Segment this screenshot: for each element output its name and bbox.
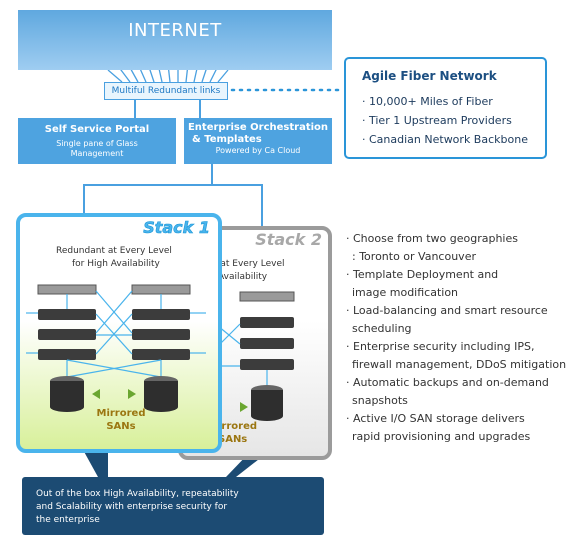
stack-2-mirrored-line-2: SANs [218, 434, 248, 445]
stack-1-hardware [26, 284, 206, 412]
feature-item: Choose from two geographies [346, 230, 576, 247]
redundant-links-box: Multiful Redundant links [104, 82, 228, 100]
stack-1-title: Stack 1 [143, 218, 210, 238]
stack-1-mirrored-line-2: SANs [106, 421, 136, 432]
fiber-item: 10,000+ Miles of Fiber [362, 92, 528, 111]
stack-1-mirrored-line-1: Mirrored [96, 408, 146, 419]
stack-2-sub-1: t at Every Level [214, 259, 285, 269]
portal-title: Self Service Portal [44, 124, 150, 135]
stack-1-mirrored: Mirrored SANs [86, 407, 156, 433]
stack-2-title: Stack 2 [255, 230, 322, 249]
stack-2-mirrored: irrored SANs [218, 420, 257, 446]
orchestration-sub: Powered by Ca Cloud [215, 146, 301, 155]
feature-item: Template Deployment and [346, 266, 576, 283]
fiber-network-box: Agile Fiber Network 10,000+ Miles of Fib… [344, 57, 547, 159]
fiber-item: Canadian Network Backbone [362, 130, 528, 149]
feature-list: Choose from two geographies : Toronto or… [346, 230, 576, 446]
callout-text: Out of the box High Availability, repeat… [36, 488, 316, 527]
stack-1-sub-1: Redundant at Every Level [56, 246, 172, 256]
feature-item: firewall management, DDoS mitigation [352, 358, 567, 371]
feature-item: : Toronto or Vancouver [352, 250, 476, 263]
fiber-list: 10,000+ Miles of Fiber Tier 1 Upstream P… [362, 92, 528, 149]
self-service-portal-box: Self Service Portal Single pane of Glass… [18, 118, 176, 164]
availability-callout: Out of the box High Availability, repeat… [22, 477, 324, 535]
stack-1-sub-2: for High Availability [72, 259, 160, 269]
internet-label: INTERNET [128, 20, 222, 41]
feature-item: Enterprise security including IPS, [346, 338, 576, 355]
stack-2-sub-2: Availability [218, 272, 268, 282]
internet-cloud: INTERNET [18, 10, 332, 70]
fiber-item: Tier 1 Upstream Providers [362, 111, 528, 130]
orchestration-title-2: & Templates [192, 134, 262, 145]
feature-item: snapshots [352, 394, 408, 407]
feature-item: rapid provisioning and upgrades [352, 430, 531, 443]
feature-item: Automatic backups and on-demand [346, 374, 576, 391]
callout-line-3: the enterprise [36, 515, 100, 525]
feature-item: image modification [352, 286, 459, 299]
callout-line-1: Out of the box High Availability, repeat… [36, 489, 239, 499]
stack-2-hardware [217, 291, 295, 421]
portal-sub-2: Management [70, 149, 124, 158]
feature-item: Load-balancing and smart resource [346, 302, 576, 319]
feature-item: Active I/O SAN storage delivers [346, 410, 576, 427]
fiber-title: Agile Fiber Network [362, 69, 497, 83]
callout-line-2: and Scalability with enterprise security… [36, 502, 228, 512]
feature-item: scheduling [352, 322, 412, 335]
stack-2-mirrored-line-1: irrored [218, 421, 258, 432]
orchestration-box: Enterprise Orchestration & Templates Pow… [184, 118, 332, 164]
portal-sub-1: Single pane of Glass [56, 139, 138, 148]
orchestration-title-1: Enterprise Orchestration [187, 122, 329, 133]
